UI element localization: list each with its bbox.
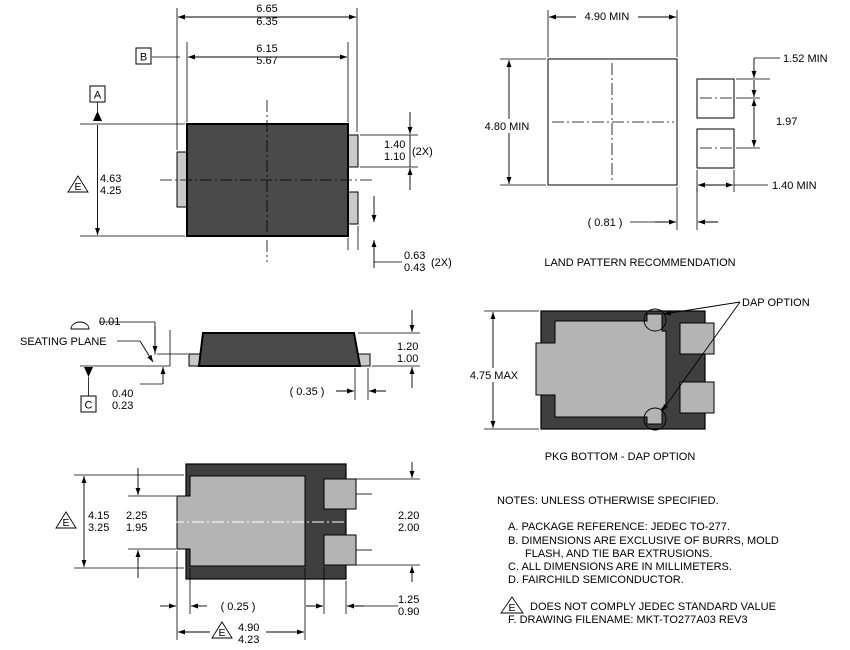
- note-d: D. FAIRCHILD SEMICONDUCTOR.: [508, 574, 684, 586]
- dap-length-max: 4.90: [238, 622, 259, 634]
- datum-c-box: [80, 395, 97, 413]
- ref-035: ( 0.35 ): [290, 386, 325, 398]
- lead-width-min: 1.10: [384, 151, 405, 163]
- lead-length-qty: (2X): [431, 257, 452, 269]
- lead-len-min: 0.90: [398, 606, 419, 618]
- land-height-min: 4.80 MIN: [485, 121, 530, 133]
- bottom-view: E 4.15 3.25 2.25 1.95 ( 0.25 ) E 4.90 4.…: [55, 462, 420, 646]
- pkg-width-min: 3.25: [88, 522, 109, 534]
- datum-b-box: [135, 47, 152, 65]
- height-min: 1.00: [397, 353, 418, 365]
- note-c: C. ALL DIMENSIONS ARE IN MILLIMETERS.: [508, 561, 732, 573]
- pkg-width-max: 4.15: [88, 510, 109, 522]
- note-e: DOES NOT COMPLY JEDEC STANDARD VALUE: [530, 601, 776, 613]
- land-pad-width-min: 1.40 MIN: [772, 180, 817, 192]
- dap-pad: [535, 313, 667, 425]
- datum-c-label: C: [85, 400, 93, 412]
- note-e-triangle: [67, 175, 89, 193]
- dap-length-min: 4.23: [238, 634, 259, 646]
- land-width-min: 4.90 MIN: [585, 11, 630, 23]
- dap-caption: PKG BOTTOM - DAP OPTION: [545, 451, 696, 463]
- top-lead-right-upper: [347, 134, 359, 168]
- dap-lead-lower: [679, 381, 715, 414]
- body-width-max: 4.63: [100, 173, 121, 185]
- bottom-lead-upper: [323, 478, 357, 510]
- standoff-max: 0.40: [112, 388, 133, 400]
- note-b-line2: FLASH, AND TIE BAR EXTRUSIONS.: [525, 548, 712, 560]
- datum-a-label: A: [94, 90, 102, 102]
- land-caption: LAND PATTERN RECOMMENDATION: [544, 257, 735, 269]
- lead-length-min: 0.43: [404, 262, 425, 274]
- notes-e-triangle: [500, 596, 524, 614]
- bottom-note-e-label: E: [62, 517, 69, 529]
- body-width-min: 4.25: [100, 185, 121, 197]
- notes-block: NOTES: UNLESS OTHERWISE SPECIFIED. A. PA…: [497, 495, 779, 626]
- note-f: F. DRAWING FILENAME: MKT-TO277A03 REV3: [508, 614, 748, 626]
- notes-e-symbol: E: [508, 602, 515, 614]
- height-max: 1.20: [397, 341, 418, 353]
- lead-width-max: 1.40: [384, 139, 405, 151]
- datum-b-label: B: [140, 52, 147, 64]
- dap-option-view: DAP OPTION 4.75 MAX PKG BOTTOM - DAP OPT…: [466, 297, 810, 463]
- bottom-note-e-triangle-2: [211, 621, 233, 639]
- top-lead-right-lower: [347, 191, 359, 225]
- bottom-note-e-label-2: E: [218, 627, 225, 639]
- lead-span-min: 2.00: [398, 522, 419, 534]
- land-pad-height-min: 1.52 MIN: [783, 53, 828, 65]
- land-pad-upper: [696, 78, 735, 119]
- dap-option-label: DAP OPTION: [742, 297, 810, 309]
- side-package-body: [197, 332, 362, 367]
- ref-025: ( 0.25 ): [221, 601, 256, 613]
- flatness-symbol: [70, 321, 90, 330]
- bottom-dap: [176, 475, 306, 567]
- bottom-lead-lower: [323, 534, 357, 566]
- land-pad-pitch: 1.97: [776, 116, 797, 128]
- side-view: 0.01 SEATING PLANE C 0.40 0.23 ( 0.35 ) …: [20, 310, 420, 413]
- body-length-min: 5.67: [256, 55, 277, 67]
- standoff-min: 0.23: [112, 400, 133, 412]
- land-pad-lower: [696, 128, 735, 169]
- top-view: 6.65 6.35 6.15 5.67 B A E 4.63 4.25 1.40…: [67, 3, 452, 274]
- dap-width-min: 1.95: [126, 522, 147, 534]
- dap-height-max: 4.75 MAX: [470, 370, 519, 382]
- lead-length-max: 0.63: [404, 250, 425, 262]
- seating-plane-label: SEATING PLANE: [20, 336, 107, 348]
- lead-span-max: 2.20: [398, 510, 419, 522]
- dap-width-max: 2.25: [126, 510, 147, 522]
- note-e-label: E: [74, 181, 81, 193]
- lead-len-max: 1.25: [398, 594, 419, 606]
- dap-lead-upper: [679, 322, 715, 355]
- overall-length-min: 6.35: [256, 16, 277, 28]
- note-b-line1: B. DIMENSIONS ARE EXCLUSIVE OF BURRS, MO…: [508, 535, 779, 547]
- note-a: A. PACKAGE REFERENCE: JEDEC TO-277.: [508, 521, 730, 533]
- bottom-note-e-triangle: [55, 511, 77, 529]
- lead-width-qty: (2X): [412, 146, 433, 158]
- top-lead-left: [176, 151, 188, 208]
- land-gap-ref: ( 0.81 ): [588, 217, 623, 229]
- land-pattern: 4.90 MIN 4.80 MIN 1.52 MIN 1.97 1.40 MIN…: [478, 9, 828, 269]
- body-length-max: 6.15: [256, 43, 277, 55]
- overall-length-max: 6.65: [256, 3, 277, 15]
- notes-header: NOTES: UNLESS OTHERWISE SPECIFIED.: [497, 495, 719, 507]
